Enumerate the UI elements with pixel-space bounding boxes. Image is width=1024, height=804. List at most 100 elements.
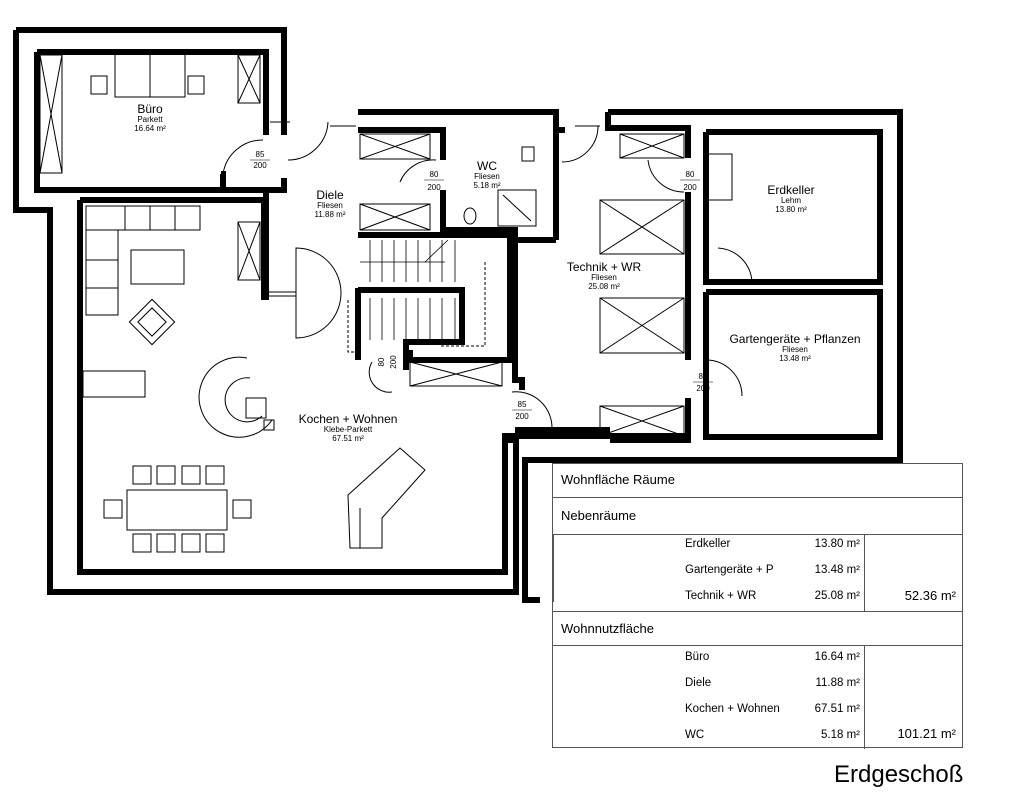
outer-wall: [16, 27, 287, 300]
table-title: Wohnfläche Räume: [561, 472, 675, 487]
door-swing: [717, 247, 753, 283]
outer-wall: [703, 289, 883, 440]
outer-wall: [37, 49, 269, 135]
room-area-wc: 5.18 m²: [473, 181, 500, 190]
cabinet: [599, 199, 685, 255]
door-swing: [287, 121, 329, 161]
chair: [187, 75, 205, 95]
chair: [90, 75, 108, 95]
room-area-technik: 25.08 m²: [588, 282, 620, 291]
door-swing: [368, 361, 393, 393]
floor-caption: Erdgeschoß: [834, 761, 964, 788]
room-name-wc: WC: [477, 159, 497, 173]
room-name-buero: Büro: [137, 102, 163, 116]
svg-text:200: 200: [515, 412, 529, 421]
door-swing: [399, 159, 437, 183]
room-material-kochen: Klebe-Parkett: [324, 425, 373, 434]
svg-text:200: 200: [253, 161, 267, 170]
shelf: [707, 153, 733, 201]
outer-wall: [605, 112, 691, 158]
window: [237, 54, 261, 104]
outer-wall: [358, 232, 513, 363]
window: [39, 54, 63, 174]
outer-wall: [358, 287, 465, 370]
svg-text:200: 200: [696, 384, 710, 393]
door-swing: [705, 359, 743, 397]
room-name-kochen: Kochen + Wohnen: [299, 412, 398, 426]
section-title-wohnnutzflaeche: Wohnnutzfläche: [561, 621, 654, 636]
room-area-erdkeller: 13.80 m²: [775, 205, 807, 214]
total-nebenraeume: 52.36 m²: [904, 588, 956, 603]
outer-wall: [703, 129, 883, 285]
svg-text:80: 80: [430, 170, 439, 179]
room-name-diele: Diele: [316, 188, 344, 202]
outer-wall: [77, 200, 516, 575]
door-swing: [561, 125, 599, 163]
door-swing: [295, 247, 342, 339]
stove: [245, 397, 267, 419]
counter: [82, 370, 146, 398]
room-area-diele: 11.88 m²: [315, 210, 346, 219]
svg-text:80: 80: [699, 372, 708, 381]
door-swing: [222, 139, 264, 175]
toilet: [463, 207, 477, 225]
window: [237, 221, 261, 281]
door-swing: [647, 159, 685, 193]
outer-wall: [440, 190, 525, 390]
room-material-diele: Fliesen: [317, 201, 343, 210]
outer-wall: [34, 52, 223, 193]
door-swing: [511, 391, 553, 429]
total-wohnnutzflaeche: 101.21 m²: [897, 726, 956, 741]
outer-wall: [522, 109, 903, 603]
room-area-buero: 16.64 m²: [134, 124, 166, 133]
outer-wall: [358, 127, 446, 160]
dining-table: [126, 489, 228, 531]
armchair: [128, 298, 176, 346]
room-name-erdkeller: Erdkeller: [767, 183, 814, 197]
stairs: [360, 239, 456, 340]
svg-text:80: 80: [686, 170, 695, 179]
outer-wall: [610, 398, 691, 443]
svg-text:200: 200: [683, 183, 697, 192]
room-material-erdkeller: Lehm: [781, 196, 801, 205]
cabinet: [409, 361, 503, 387]
room-name-technik: Technik + WR: [567, 260, 642, 274]
outer-wall: [80, 197, 267, 300]
room-material-buero: Parkett: [137, 115, 163, 124]
coffee-table: [130, 249, 185, 285]
room-material-wc: Fliesen: [474, 172, 500, 181]
room-material-technik: Fliesen: [591, 273, 617, 282]
room-area-garten: 13.48 m²: [779, 354, 811, 363]
cabinet: [359, 203, 431, 231]
outer-wall: [553, 112, 565, 133]
room-area-kochen: 67.51 m²: [332, 434, 364, 443]
stove-surround: [198, 356, 273, 438]
svg-text:200: 200: [389, 355, 398, 369]
shower: [497, 189, 537, 227]
cabinet: [359, 133, 431, 160]
section-title-nebenraeume: Nebenräume: [561, 508, 637, 523]
svg-text:85: 85: [518, 400, 527, 409]
svg-text:200: 200: [427, 183, 441, 192]
room-material-garten: Fliesen: [782, 345, 808, 354]
room-name-garten: Gartengeräte + Pflanzen: [729, 332, 860, 346]
svg-text:80: 80: [377, 357, 386, 366]
cabinet: [599, 297, 685, 354]
kitchen-counter: [347, 447, 426, 549]
cabinet: [599, 405, 685, 437]
